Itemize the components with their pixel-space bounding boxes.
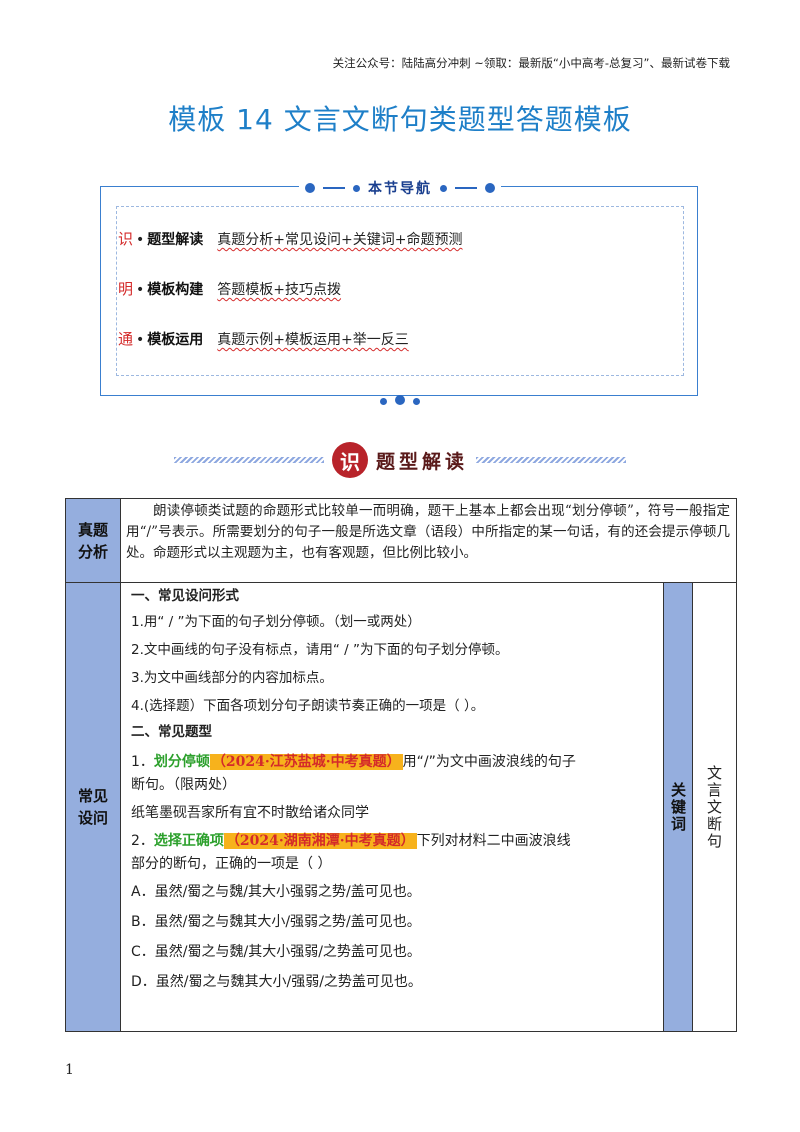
header-note: 关注公众号：陆陆高分冲刺 ~领取：最新版“小中高考-总复习”、最新试卷下载 xyxy=(332,56,730,70)
dot-icon xyxy=(485,183,495,193)
source-badge: （2024·湖南湘潭·中考真题） xyxy=(223,833,417,849)
question-2: 2．选择正确项（2024·湖南湘潭·中考真题）下列对材料二中画波浪线 xyxy=(131,833,571,849)
ask-item: 1.用“ / ”为下面的句子划分停顿。（划一或两处） xyxy=(131,614,421,630)
nav-item-identify[interactable]: 识 • 题型解读 真题分析+常见设问+关键词+命题预测 xyxy=(118,230,463,248)
analysis-label: 真题分析 xyxy=(66,499,120,582)
nav-footer-dots xyxy=(0,390,800,405)
section-banner: 识 题型解读 xyxy=(0,440,800,480)
section-heading-forms: 一、常见设问形式 xyxy=(131,588,239,604)
section-heading-types: 二、常见题型 xyxy=(131,724,212,740)
ask-item: 2.文中画线的句子没有标点，请用“ / ”为下面的句子划分停顿。 xyxy=(131,642,509,658)
dot-icon xyxy=(353,184,360,192)
nav-header: 本节导航 xyxy=(0,178,800,198)
option-d[interactable]: D．虽然/蜀之与魏其大小/强弱/之势盖可见也。 xyxy=(131,974,422,990)
analysis-table xyxy=(65,498,737,1032)
keyword-value: 文言文断句 xyxy=(705,764,723,850)
dot-icon xyxy=(440,184,447,192)
page-title: 模板 14 文言文断句类题型答题模板 xyxy=(168,103,632,136)
source-badge: （2024·江苏盐城·中考真题） xyxy=(209,754,403,770)
nav-item-apply[interactable]: 通 • 模板运用 真题示例+模板运用+举一反三 xyxy=(118,330,409,348)
section-title: 题型解读 xyxy=(375,450,468,473)
question-1-sentence: 纸笔墨砚吾家所有宜不时散给诸众同学 xyxy=(131,805,369,821)
seal-icon: 识 xyxy=(331,442,368,478)
question-2-cont: 部分的断句，正确的一项是（ ） xyxy=(131,856,332,872)
nav-item-build[interactable]: 明 • 模板构建 答题模板+技巧点拨 xyxy=(118,280,342,298)
keyword-label: 关键词 xyxy=(664,583,692,1031)
analysis-text: 朗读停顿类试题的命题形式比较单一而明确，题干上基本上都会出现“划分停顿”，符号一… xyxy=(126,503,730,561)
option-a[interactable]: A．虽然/蜀之与魏/其大小强弱之势/盖可见也。 xyxy=(131,884,421,900)
option-c[interactable]: C．虽然/蜀之与魏/其大小强弱/之势盖可见也。 xyxy=(131,944,421,960)
page-number: 1 xyxy=(65,1062,74,1078)
question-1-cont: 断句。（限两处） xyxy=(131,777,236,793)
ask-label: 常见设问 xyxy=(66,583,120,1031)
nav-heading: 本节导航 xyxy=(368,181,432,197)
ask-item: 4.(选择题）下面各项划分句子朗读节奏正确的一项是（ ）。 xyxy=(131,698,485,714)
question-1: 1．划分停顿（2024·江苏盐城·中考真题）用“/”为文中画波浪线的句子 xyxy=(131,754,576,770)
ask-item: 3.为文中画线部分的内容加标点。 xyxy=(131,670,333,686)
nav-inner-frame xyxy=(116,206,684,376)
dot-icon xyxy=(305,183,315,193)
option-b[interactable]: B．虽然/蜀之与魏其大小/强弱之势/盖可见也。 xyxy=(131,914,421,930)
